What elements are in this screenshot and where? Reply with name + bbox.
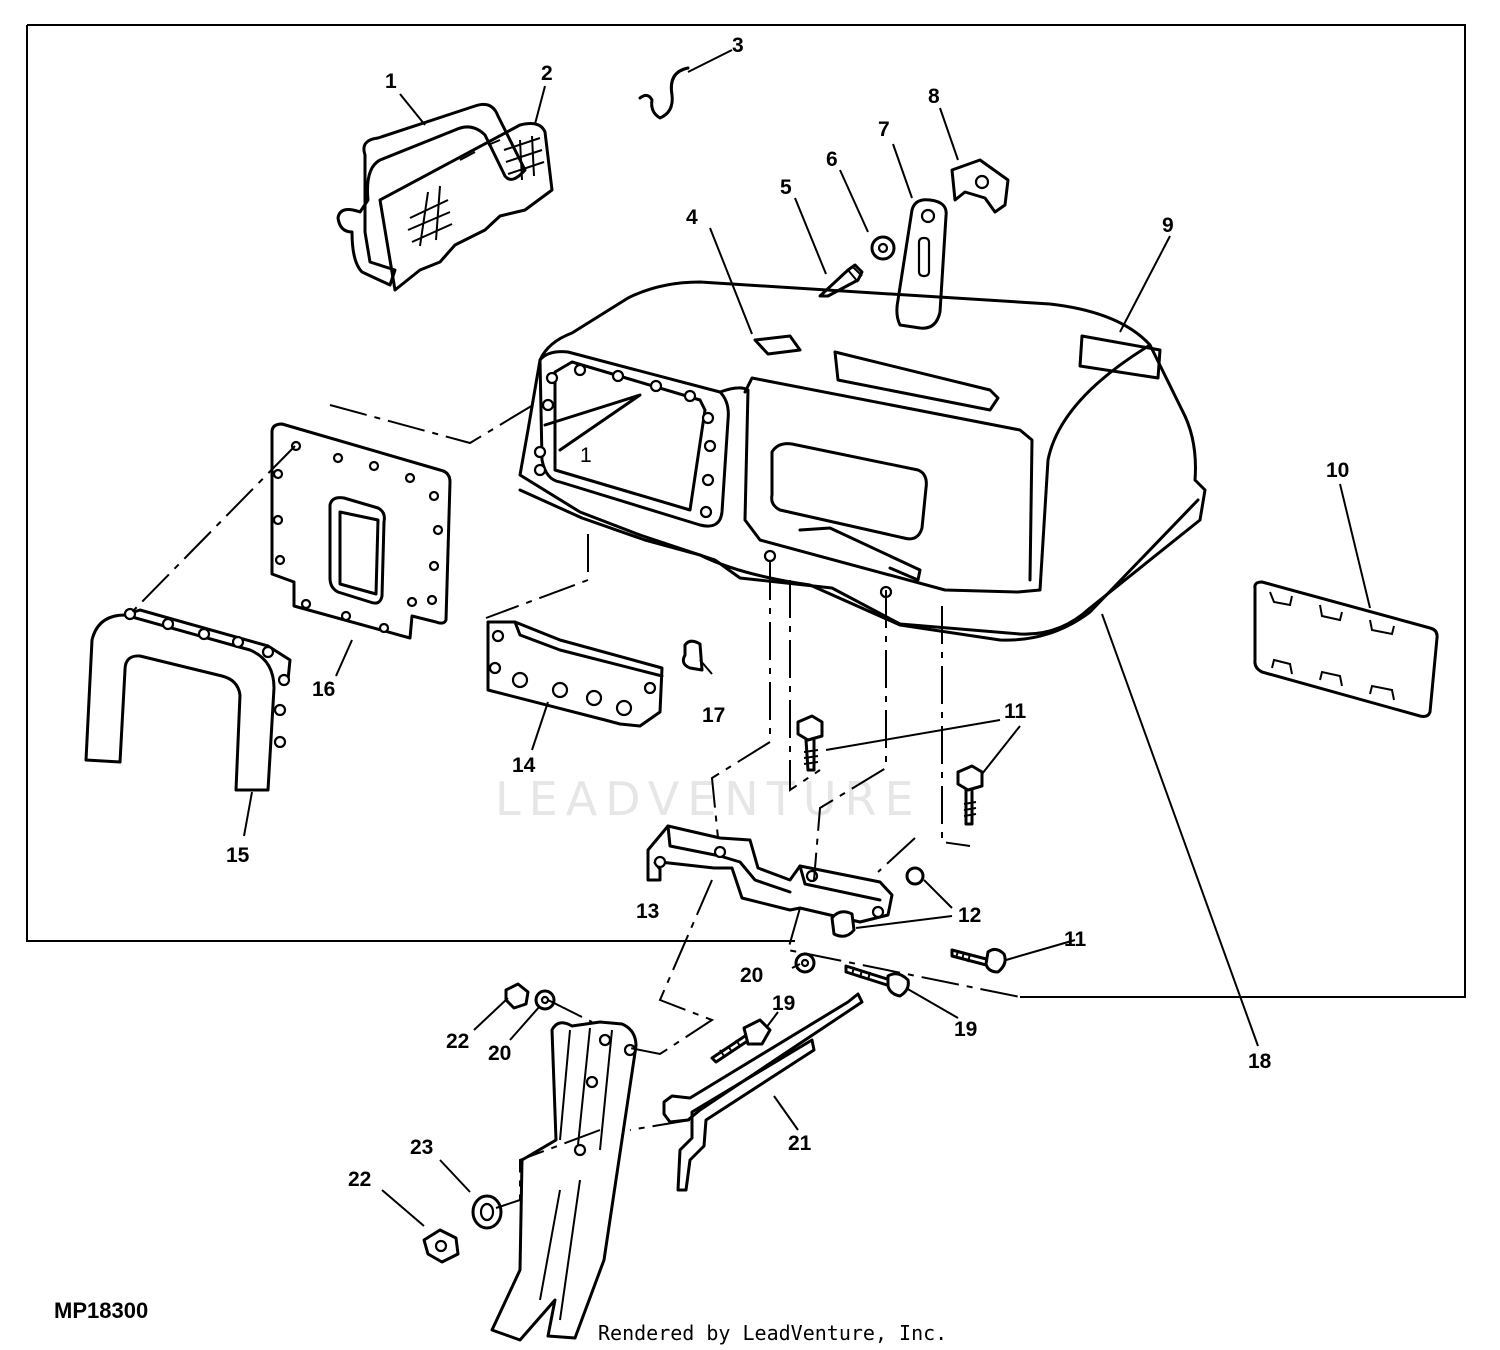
callout-5: 5 bbox=[780, 176, 792, 199]
part-support-bracket bbox=[486, 620, 664, 728]
callout-12: 12 bbox=[958, 904, 981, 927]
part-bolt-11-right bbox=[956, 764, 984, 826]
callout-8: 8 bbox=[928, 85, 940, 108]
callouts: 1 1 2 3 4 5 6 7 8 9 10 11 11 12 13 14 15… bbox=[226, 34, 1349, 1191]
part-washer-20-left bbox=[534, 989, 556, 1011]
part-rod bbox=[662, 992, 864, 1192]
part-latch-group bbox=[818, 158, 1010, 330]
callout-19-right: 19 bbox=[954, 1018, 977, 1041]
part-clip bbox=[681, 639, 704, 672]
leader-lines bbox=[243, 49, 1371, 1227]
callout-16: 16 bbox=[312, 678, 335, 701]
callout-13: 13 bbox=[636, 900, 659, 923]
part-bolt-19-right bbox=[844, 964, 910, 998]
callout-1: 1 bbox=[385, 70, 397, 93]
callout-3: 3 bbox=[732, 34, 744, 57]
callout-22-upper: 22 bbox=[446, 1030, 469, 1053]
callout-17: 17 bbox=[702, 704, 725, 727]
part-nut-22-lower bbox=[422, 1228, 460, 1264]
callout-9: 9 bbox=[1162, 214, 1174, 237]
part-nut-22-upper bbox=[504, 982, 530, 1010]
callout-22-lower: 22 bbox=[348, 1168, 371, 1191]
callout-2: 2 bbox=[541, 62, 553, 85]
part-frame-post bbox=[490, 1020, 638, 1342]
callout-1-secondary: 1 bbox=[580, 444, 592, 467]
part-mount-bracket bbox=[646, 824, 925, 938]
part-washer-23 bbox=[471, 1194, 503, 1230]
callout-18: 18 bbox=[1248, 1050, 1272, 1073]
part-bolt-11-lower bbox=[950, 947, 1007, 974]
figure-code: MP18300 bbox=[54, 1298, 148, 1323]
part-spring-clip bbox=[638, 66, 690, 120]
callout-4: 4 bbox=[686, 206, 698, 229]
part-side-screen bbox=[1253, 580, 1439, 718]
part-bolt-11-upper bbox=[796, 714, 824, 772]
callout-23: 23 bbox=[410, 1136, 433, 1159]
callout-6: 6 bbox=[826, 148, 838, 171]
part-bolt-19-left bbox=[710, 1018, 772, 1064]
callout-21: 21 bbox=[788, 1132, 812, 1155]
watermark: LEADVENTURE bbox=[495, 772, 922, 826]
part-grille-frame bbox=[84, 607, 292, 792]
part-screen-gasket bbox=[336, 102, 554, 292]
callout-15: 15 bbox=[226, 844, 250, 867]
callout-7: 7 bbox=[878, 118, 890, 141]
callout-19-left: 19 bbox=[772, 992, 795, 1015]
part-hood bbox=[518, 280, 1207, 642]
part-washer-20-right bbox=[794, 952, 816, 974]
callout-11-lower: 11 bbox=[1064, 928, 1087, 951]
callout-20-left: 20 bbox=[488, 1042, 511, 1065]
render-credit: Rendered by LeadVenture, Inc. bbox=[598, 1321, 947, 1345]
part-seal-plate bbox=[270, 422, 452, 640]
callout-20-right: 20 bbox=[740, 964, 763, 987]
part-decal bbox=[1078, 334, 1162, 380]
callout-11-upper: 11 bbox=[1004, 700, 1027, 723]
assembly-frame bbox=[26, 24, 1466, 998]
callout-10: 10 bbox=[1326, 459, 1349, 482]
assembly-lines bbox=[131, 401, 1021, 1209]
callout-14: 14 bbox=[512, 754, 536, 777]
